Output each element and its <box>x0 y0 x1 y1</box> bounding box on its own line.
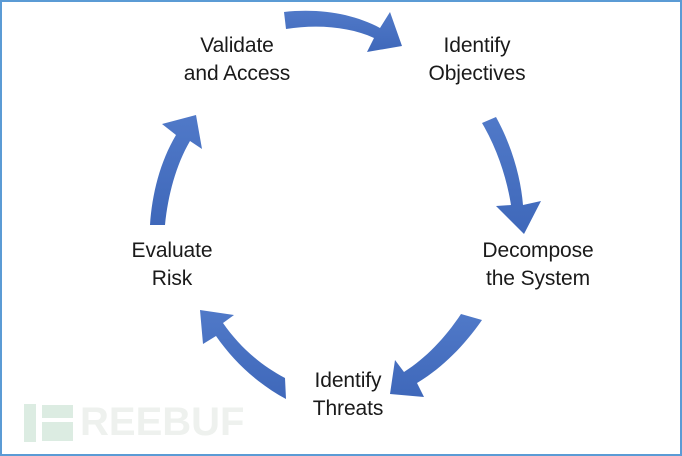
stage-label-decompose-the-system: Decompose the System <box>482 239 594 290</box>
arrow-right <box>482 117 541 234</box>
arrow-top <box>284 10 402 52</box>
stage-label-identify-objectives: Identify Objectives <box>428 34 526 85</box>
freebuf-watermark: REEBUF <box>24 402 244 442</box>
freebuf-logo-icon <box>24 404 76 442</box>
stage-label-evaluate-risk: Evaluate Risk <box>131 239 213 290</box>
stage-label-identify-threats: Identify Threats <box>312 369 384 420</box>
arrow-left <box>150 115 202 225</box>
freebuf-wordmark: REEBUF <box>80 400 245 445</box>
stage-label-validate-and-access: Validate and Access <box>183 34 291 85</box>
arrow-bottom-left <box>200 310 286 399</box>
arrow-bottom-right <box>390 314 482 397</box>
